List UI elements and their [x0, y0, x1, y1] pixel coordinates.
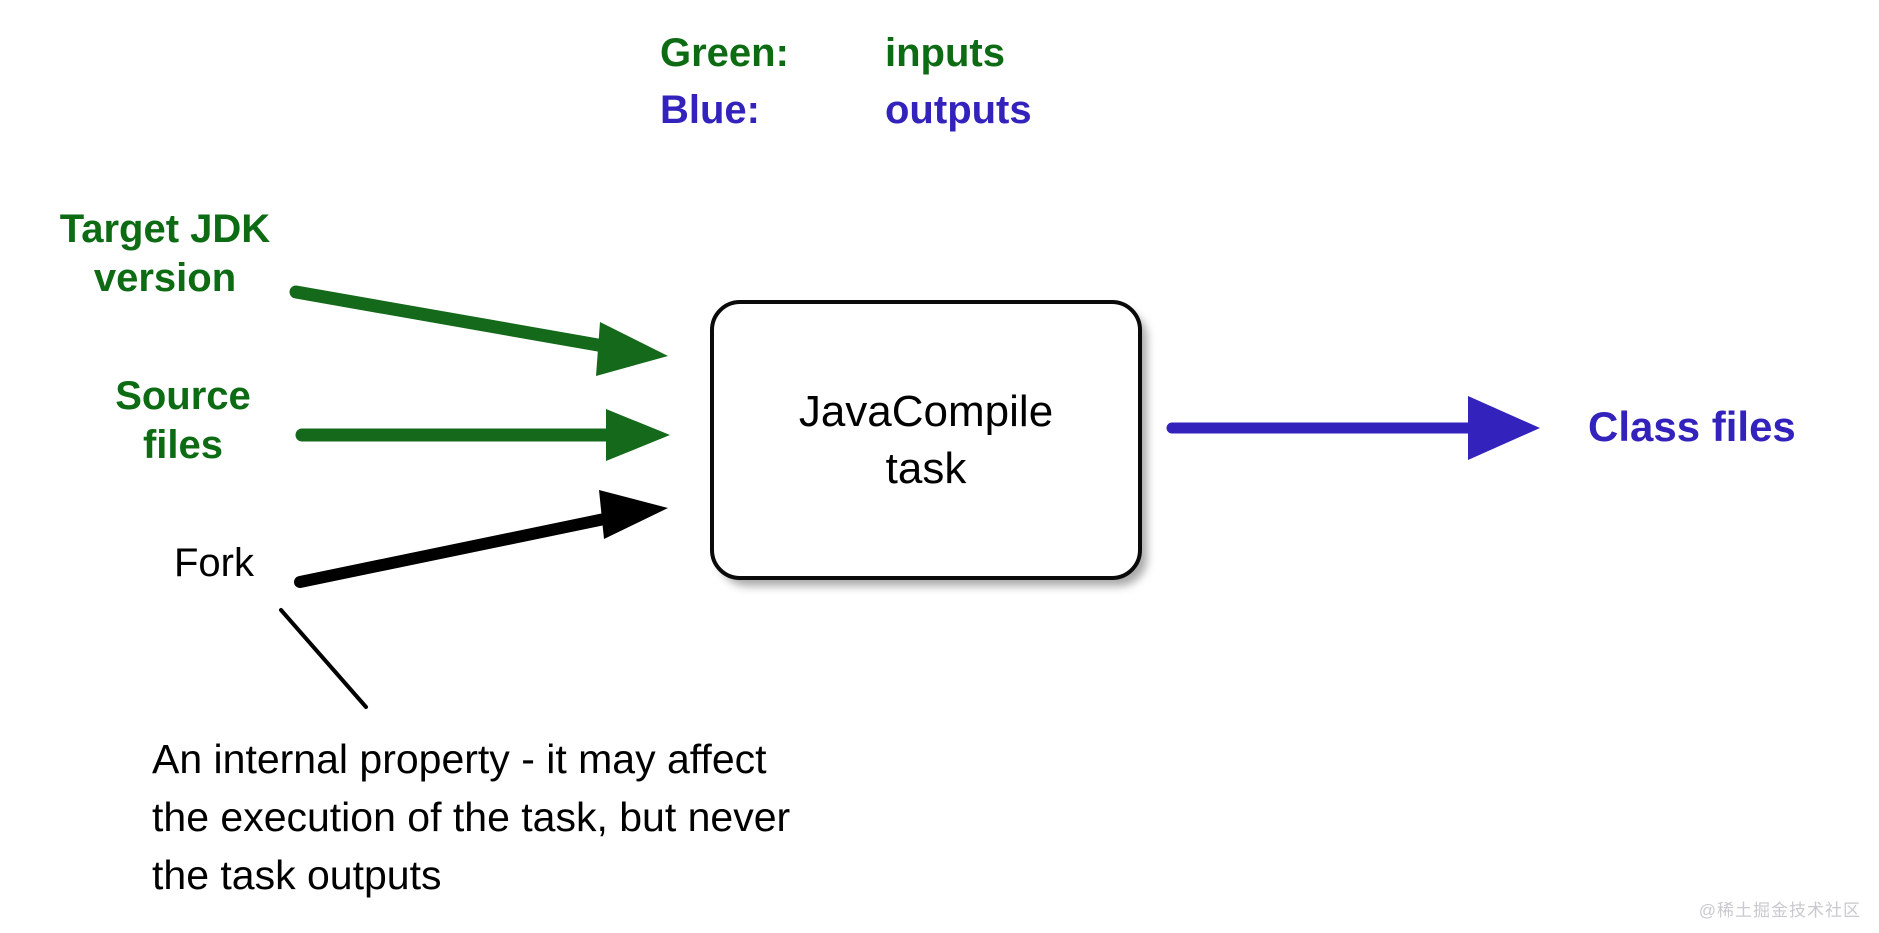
legend-value-green: inputs — [885, 31, 1005, 75]
input-label-target-jdk-version: Target JDK version — [59, 207, 271, 300]
input-label-fork: Fork — [174, 541, 254, 585]
class-files-arrow — [1166, 396, 1540, 460]
fork-arrow — [294, 490, 668, 588]
legend: Green: inputs Blue: outputs — [660, 30, 1032, 134]
legend-value-blue: outputs — [885, 88, 1032, 133]
watermark: @稀土掘金技术社区 — [1698, 901, 1861, 920]
target-jdk-arrow — [289, 285, 668, 376]
legend-key-blue: Blue: — [660, 88, 760, 133]
output-label-class-files: Class files — [1588, 403, 1796, 450]
fork-annotation-text: An internal property - it may affect the… — [152, 736, 791, 899]
input-label-source-files: Source files — [115, 374, 251, 467]
legend-key-green: Green: — [660, 31, 789, 75]
source-files-arrow — [295, 409, 670, 461]
fork-annotation-leader-line — [279, 608, 368, 709]
javacompile-task-node: JavaCompile task — [710, 300, 1142, 580]
javacompile-task-label: JavaCompile task — [798, 386, 1054, 493]
